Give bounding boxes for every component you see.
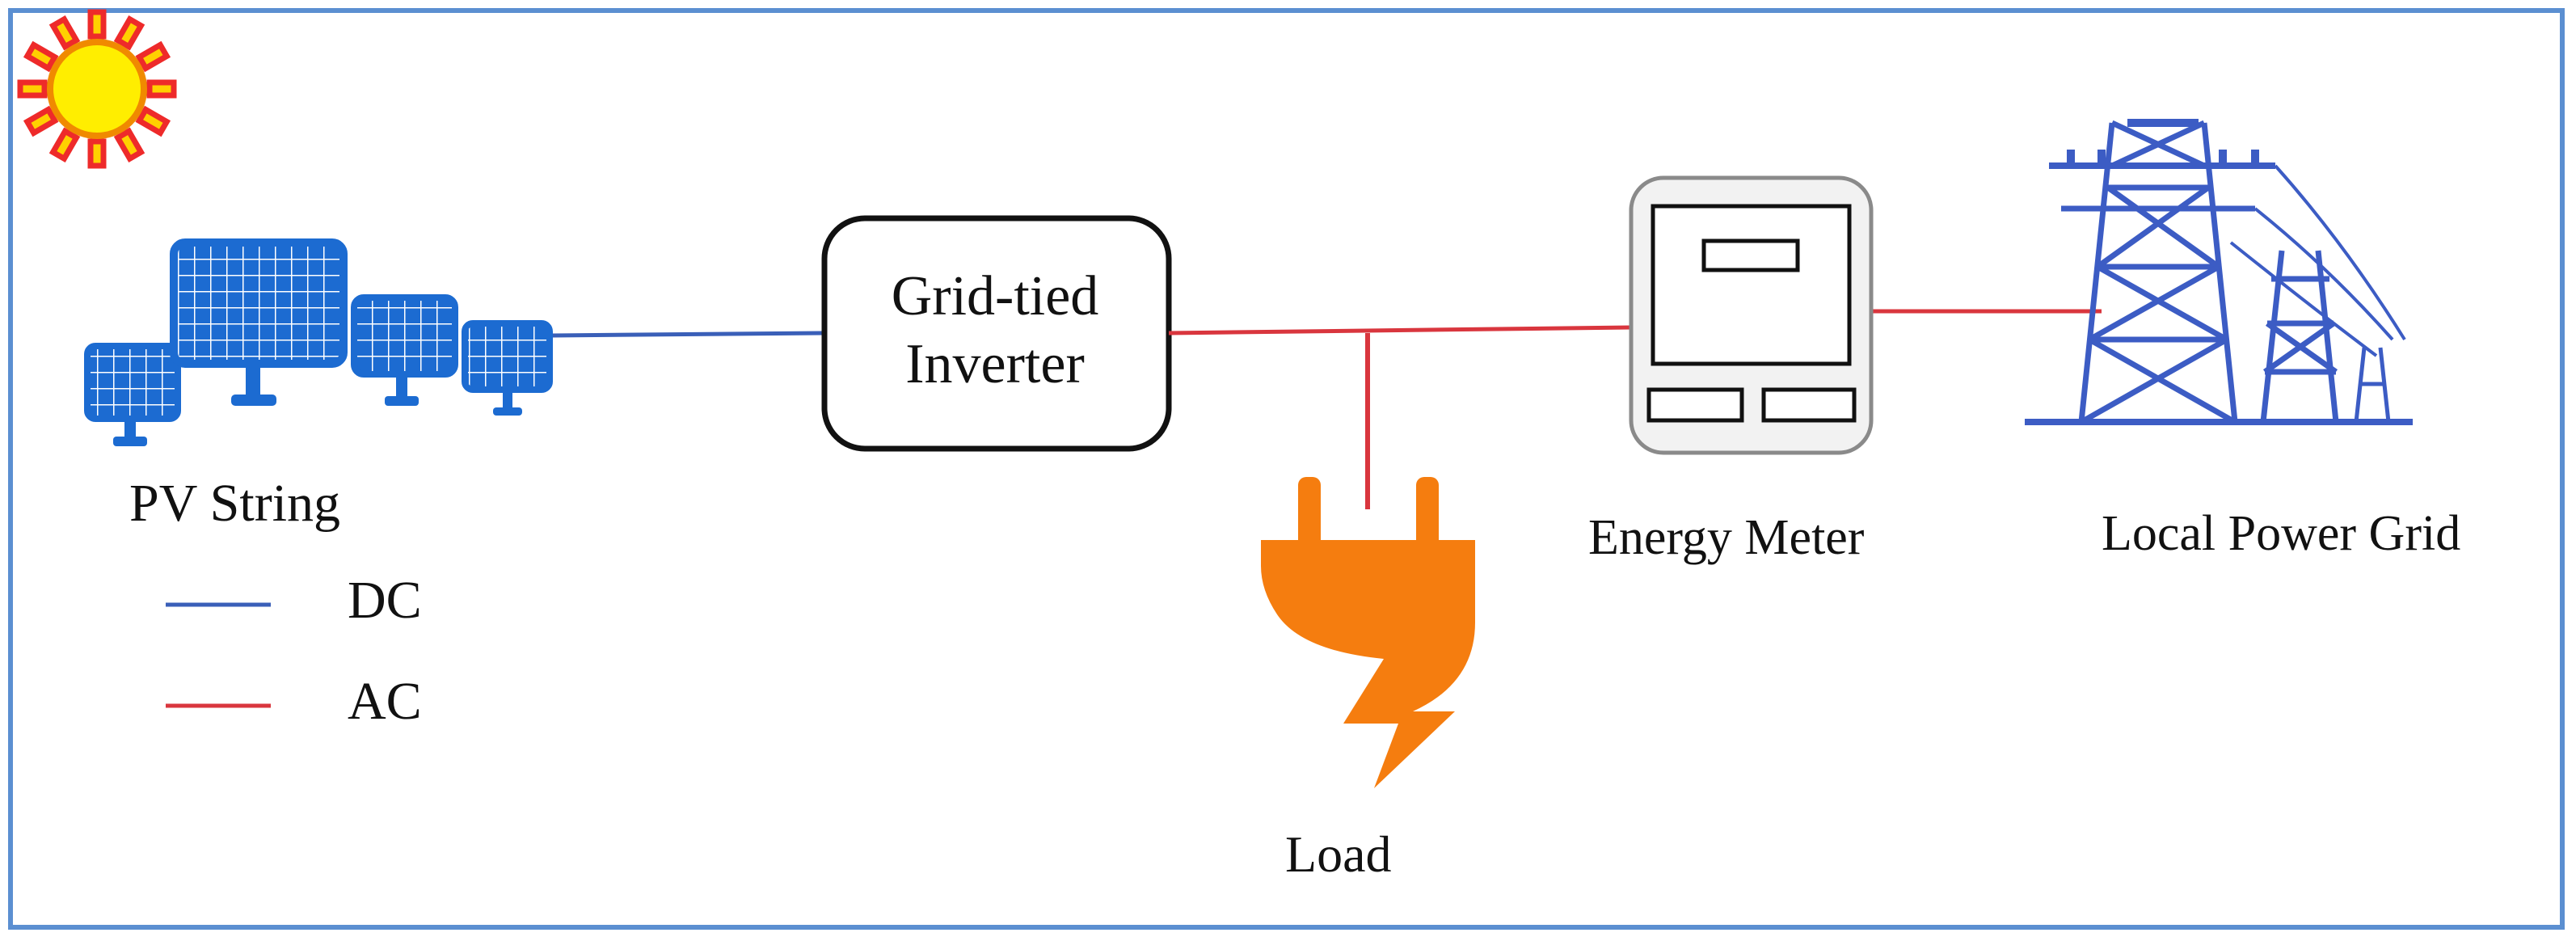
- legend-dc-label: DC: [348, 571, 422, 630]
- plug-icon: [1261, 477, 1475, 788]
- inverter-label: Grid-tied Inverter: [821, 263, 1169, 399]
- inverter-label-line2: Inverter: [905, 333, 1085, 395]
- ac-line-inverter-meter: [1168, 325, 1632, 335]
- load-label: Load: [1285, 825, 1392, 883]
- dc-connection-line: [552, 331, 825, 338]
- power-tower-icon: [2025, 119, 2413, 425]
- inverter-box: [821, 215, 1172, 452]
- local-power-grid-label: Local Power Grid: [2102, 506, 2461, 561]
- energy-meter-label: Energy Meter: [1588, 510, 1865, 565]
- diagram-frame: [8, 8, 2565, 930]
- legend-ac-label: AC: [348, 672, 422, 731]
- energy-meter-icon: [1629, 175, 1874, 455]
- solar-panels-icon: [84, 238, 553, 446]
- sun-icon: [17, 9, 177, 169]
- pv-string-label: PV String: [129, 474, 341, 533]
- inverter-label-line1: Grid-tied: [891, 265, 1099, 327]
